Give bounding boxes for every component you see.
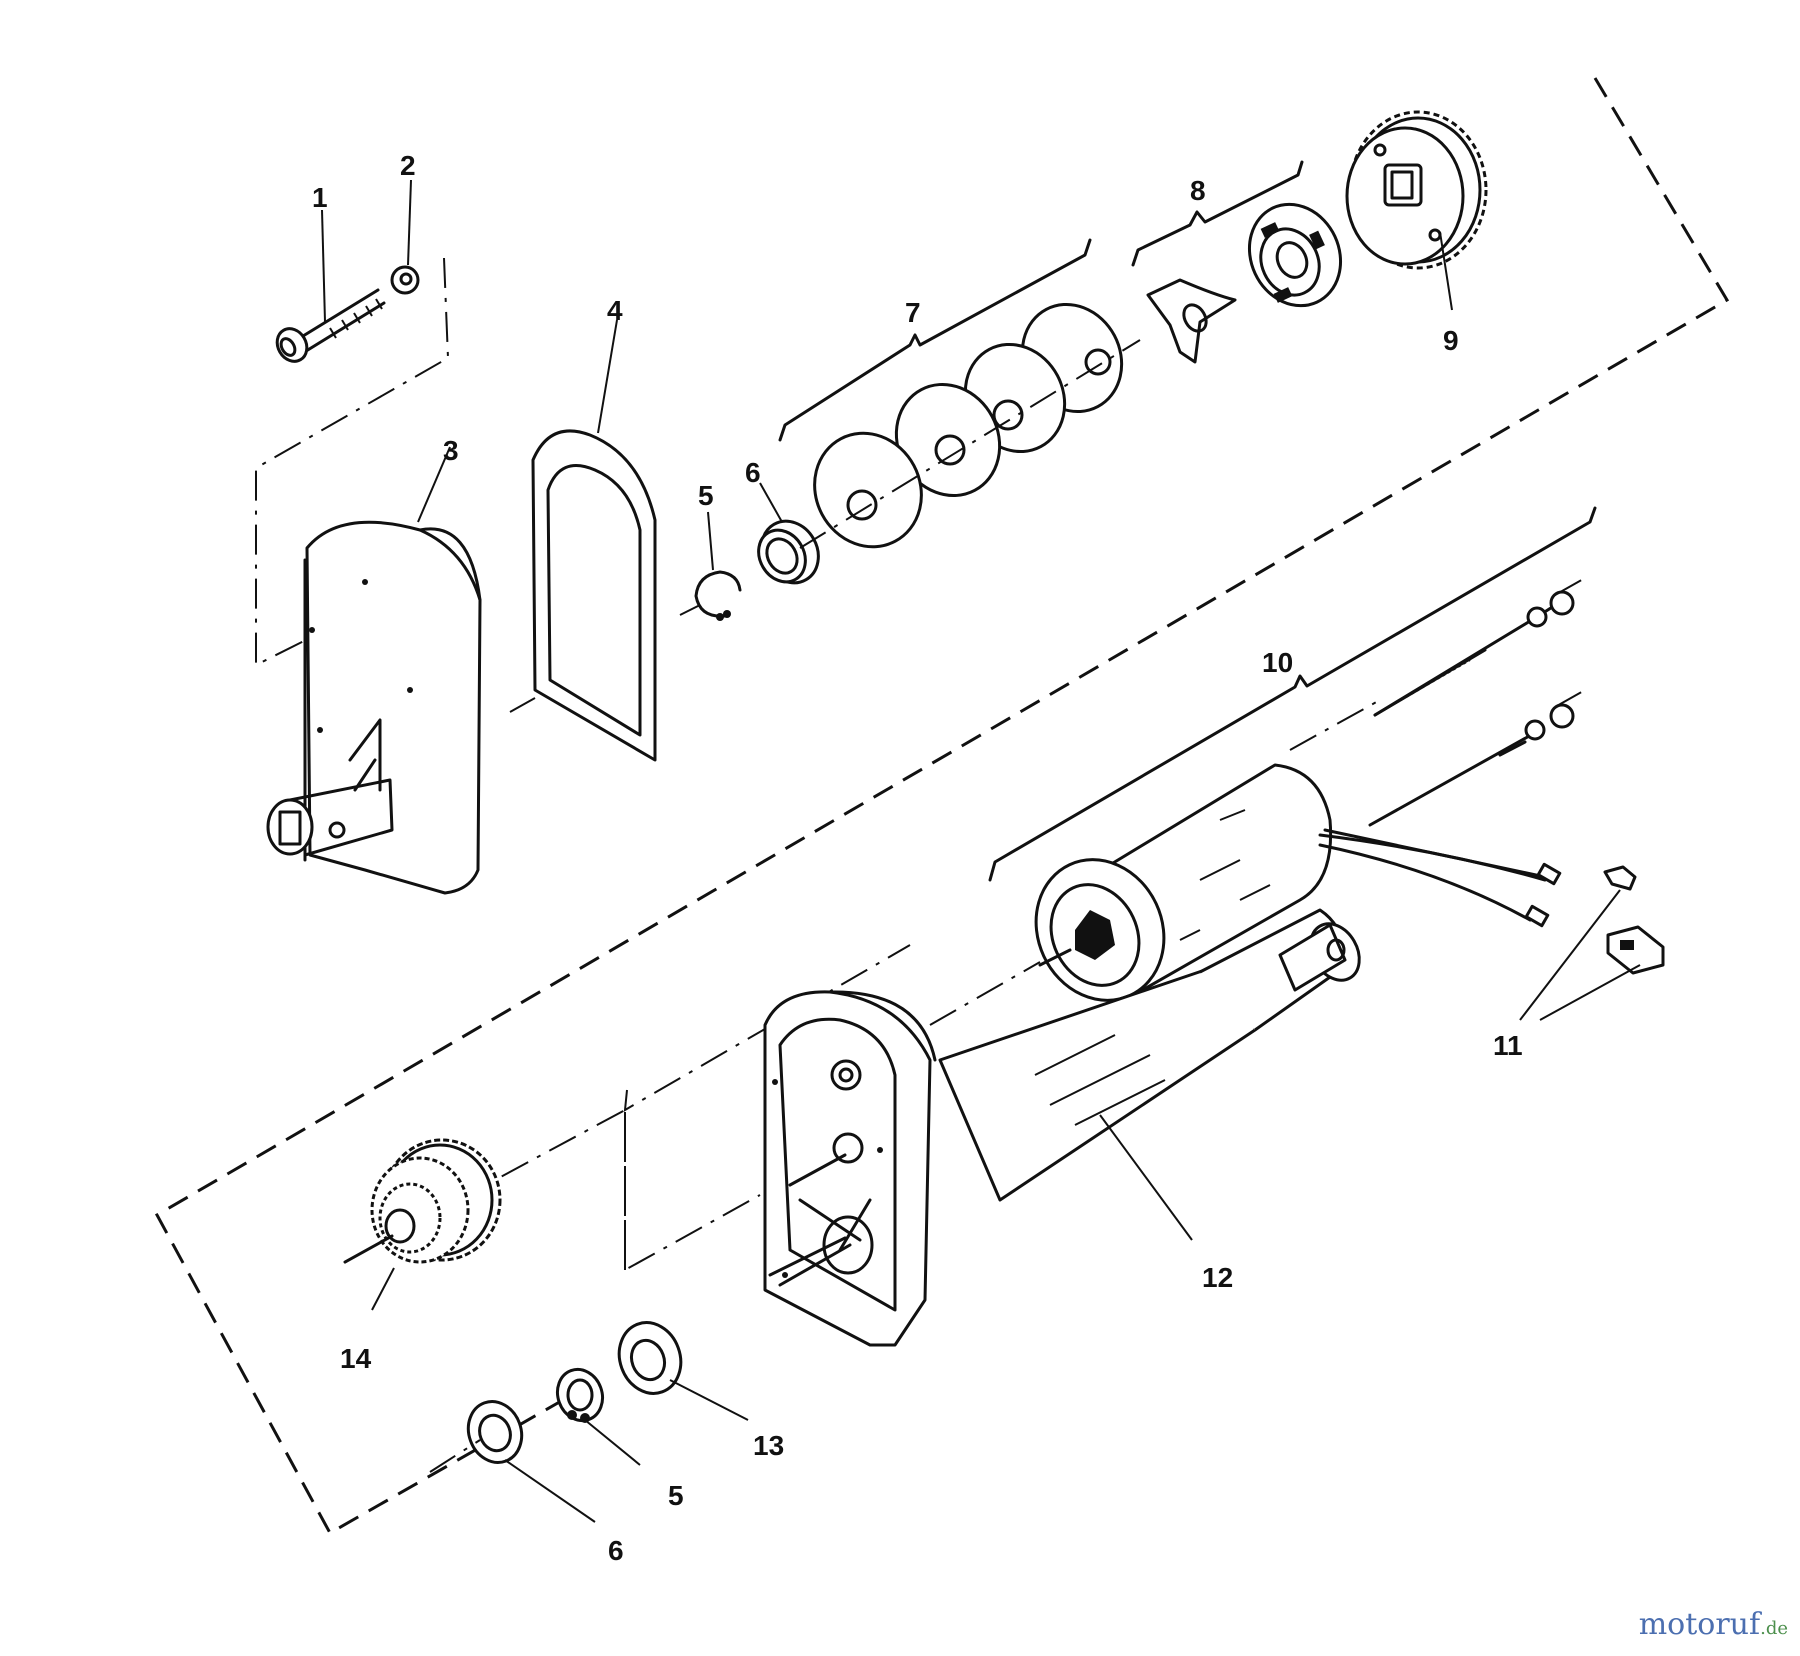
callout-7: 7 xyxy=(905,297,921,328)
callout-9: 9 xyxy=(1443,325,1459,356)
callout-13: 13 xyxy=(753,1430,784,1461)
callout-10: 10 xyxy=(1262,647,1293,678)
callout-6-lower: 6 xyxy=(608,1535,624,1566)
part-3-gear-housing xyxy=(266,520,482,895)
part-4-gasket xyxy=(509,429,657,762)
part-6-bushing-upper xyxy=(757,519,820,585)
part-14-double-gear xyxy=(343,1138,502,1311)
callout-5-lower: 5 xyxy=(668,1480,684,1511)
callout-1: 1 xyxy=(312,182,328,213)
part-11-connectors xyxy=(1519,865,1665,1021)
part-10-motor xyxy=(929,577,1586,1026)
watermark-suffix: .de xyxy=(1760,1618,1788,1639)
part-8-bracket xyxy=(1131,160,1304,267)
callout-8: 8 xyxy=(1190,175,1206,206)
part-5-snap-ring-lower xyxy=(555,1367,641,1466)
part-10-bracket xyxy=(988,506,1597,882)
part-1-bolt xyxy=(275,288,386,363)
part-9-spur-gear xyxy=(1345,110,1488,311)
callout-labels: 1 2 3 4 5 6 7 8 9 10 11 12 13 14 5 6 xyxy=(312,150,1523,1566)
callout-leaders xyxy=(321,179,783,571)
part-6-bushing-lower xyxy=(429,1400,596,1523)
callout-3: 3 xyxy=(443,435,459,466)
callout-12: 12 xyxy=(1202,1262,1233,1293)
callout-14: 14 xyxy=(340,1343,372,1374)
part-2-nut xyxy=(390,265,420,295)
watermark-main: motoruf xyxy=(1638,1607,1761,1642)
callout-11: 11 xyxy=(1493,1030,1523,1061)
callout-6-upper: 6 xyxy=(745,457,761,488)
callout-4: 4 xyxy=(607,295,623,326)
part-5-snap-ring-upper xyxy=(679,570,742,621)
part-12-actuator xyxy=(763,908,1361,1347)
part-7-bracket xyxy=(778,238,1092,442)
part-13-washer xyxy=(617,1321,749,1421)
callout-2: 2 xyxy=(400,150,416,181)
part-8-coupler xyxy=(1146,202,1343,364)
part-7-clutch-discs xyxy=(799,302,1141,549)
callout-5-upper: 5 xyxy=(698,480,714,511)
watermark-logo: motoruf.de xyxy=(1639,1607,1788,1642)
